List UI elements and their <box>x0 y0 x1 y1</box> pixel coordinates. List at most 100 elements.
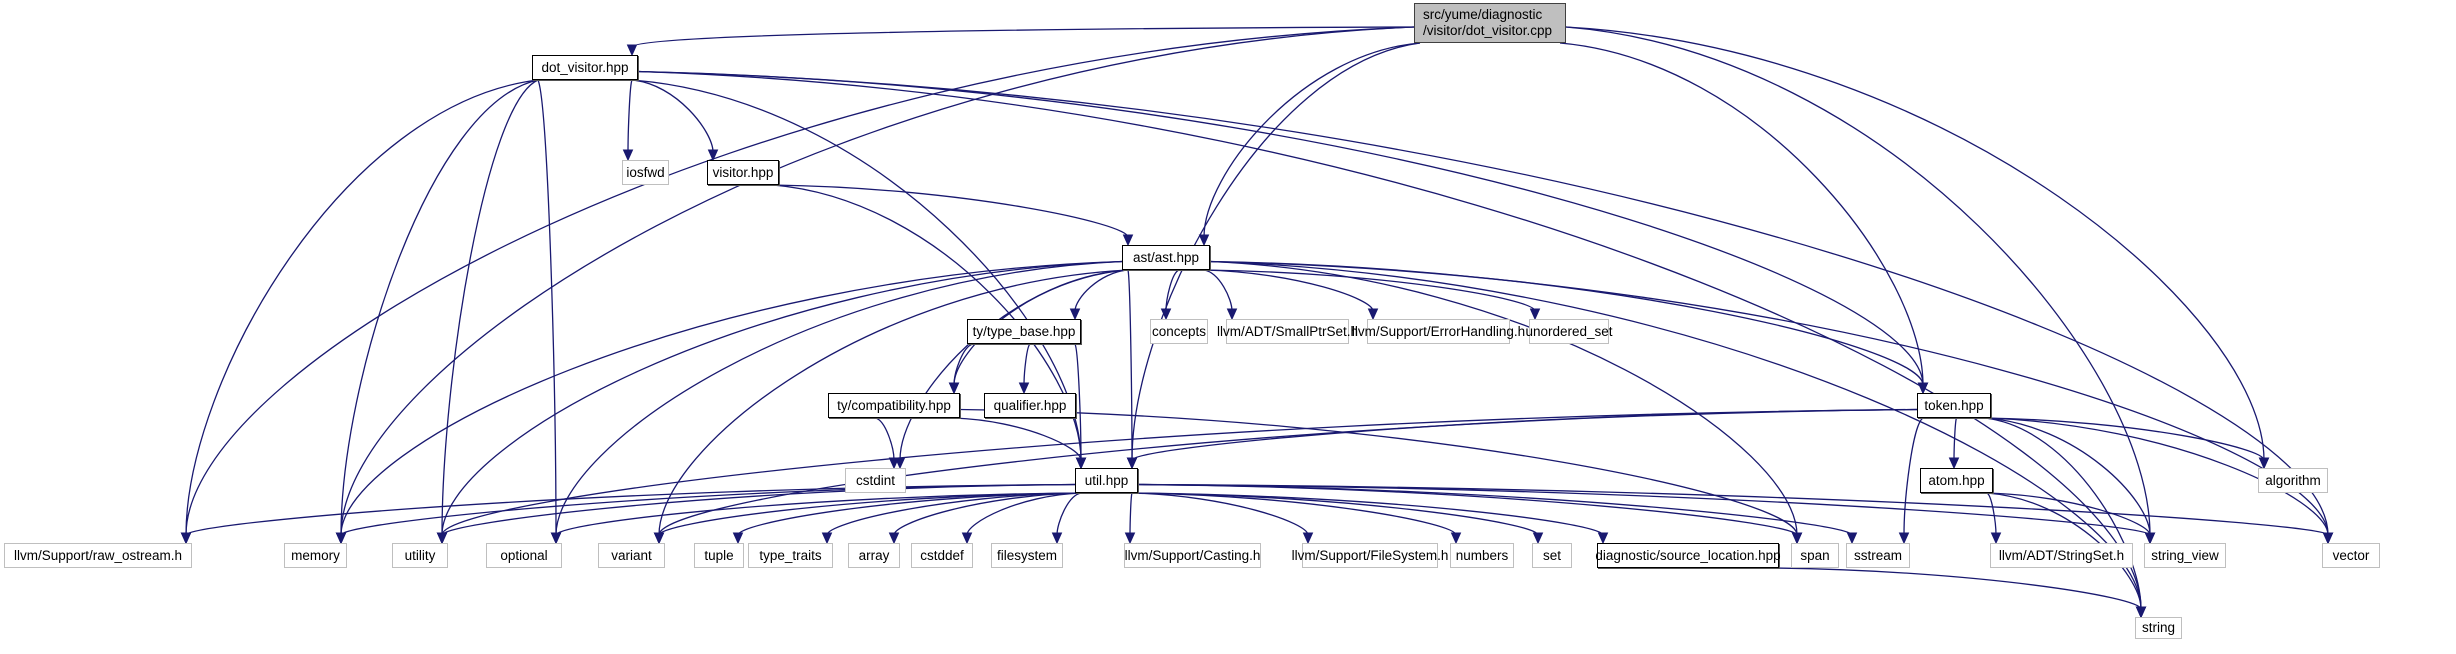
edge-token_hpp-to-vector <box>1984 417 2329 536</box>
arrowhead-icon <box>1791 532 1803 545</box>
edge-dot_visitor_hpp-to-vector <box>637 70 2329 536</box>
edge-ast_hpp-to-span <box>1209 260 1798 536</box>
edge-root-to-memory <box>340 26 1415 536</box>
edge-ast_hpp-to-smallptrset <box>1203 269 1233 312</box>
edge-util_hpp-to-tuple <box>737 492 1082 536</box>
edge-util_hpp-to-string_view <box>1137 483 2151 536</box>
node-label: diagnostic/source_location.hpp <box>1595 547 1781 563</box>
edge-ast_hpp-to-optional <box>555 260 1123 536</box>
arrowhead-icon <box>1990 532 2002 545</box>
edge-ast_hpp-to-cstdint <box>899 269 1129 461</box>
edge-util_hpp-to-variant <box>658 492 1082 536</box>
node-label: llvm/ADT/SmallPtrSet.h <box>1216 323 1359 339</box>
arrowhead-icon <box>2258 457 2270 470</box>
edge-util_hpp-to-type_traits <box>826 492 1082 536</box>
node-type-base-hpp[interactable]: ty/type_base.hpp <box>967 319 1081 344</box>
arrowhead-icon <box>1122 234 1134 247</box>
node-errorhandling: llvm/Support/ErrorHandling.h <box>1352 319 1525 344</box>
node-qualifier-hpp[interactable]: qualifier.hpp <box>984 393 1076 418</box>
node-string-view: string_view <box>2144 543 2226 568</box>
edge-root-to-raw_ostream <box>185 26 1415 536</box>
node-label: string <box>2141 620 2175 635</box>
edge-util_hpp-to-array <box>893 492 1082 536</box>
arrowhead-icon <box>821 532 833 545</box>
node-atom-hpp[interactable]: atom.hpp <box>1920 468 1993 493</box>
edge-util_hpp-to-sstream <box>1137 483 1853 536</box>
node-label: set <box>1542 547 1561 563</box>
node-array: array <box>848 543 900 568</box>
node-visitor-hpp[interactable]: visitor.hpp <box>707 160 779 185</box>
node-label: array <box>858 547 890 563</box>
edge-atom_hpp-to-string <box>1986 492 2142 610</box>
node-source-location-hpp[interactable]: diagnostic/source_location.hpp <box>1595 543 1781 568</box>
arrowhead-icon <box>1846 532 1858 545</box>
node-memory: memory <box>284 543 347 568</box>
node-span: span <box>1791 543 1839 568</box>
node-stringset: llvm/ADT/StringSet.h <box>1990 543 2133 568</box>
node-label: filesystem <box>996 547 1057 563</box>
node-label: algorithm <box>2265 472 2321 488</box>
node-label: ast/ast.hpp <box>1132 249 1200 265</box>
node-label: memory <box>291 547 340 563</box>
arrowhead-icon <box>2144 532 2156 545</box>
edge-ast_hpp-to-util_hpp <box>1127 269 1133 461</box>
arrowhead-icon <box>1018 382 1030 395</box>
node-label: unordered_set <box>1525 323 1613 339</box>
node-label: tuple <box>704 547 734 563</box>
node-casting: llvm/Support/Casting.h <box>1124 543 1261 568</box>
edge-dot_visitor_hpp-to-optional <box>537 79 557 536</box>
edge-ast_hpp-to-type_base_hpp <box>1074 269 1129 312</box>
node-concepts: concepts <box>1150 319 1208 344</box>
arrowhead-icon <box>1126 457 1138 470</box>
node-label: variant <box>611 547 652 563</box>
arrowhead-icon <box>2322 532 2334 545</box>
node-vector: vector <box>2322 543 2380 568</box>
node-algorithm: algorithm <box>2258 468 2328 493</box>
node-label: token.hpp <box>1924 397 1984 413</box>
arrowhead-icon <box>335 532 347 545</box>
edge-root-to-dot_visitor_hpp <box>631 26 1415 48</box>
node-label: llvm/Support/ErrorHandling.h <box>1351 323 1526 339</box>
edge-token_hpp-to-string <box>1984 417 2142 610</box>
node-unordered-set: unordered_set <box>1525 319 1613 344</box>
node-compatibility-hpp[interactable]: ty/compatibility.hpp <box>828 393 960 418</box>
node-label: dot_visitor.hpp <box>541 59 629 75</box>
arrowhead-icon <box>653 532 665 545</box>
node-token-hpp[interactable]: token.hpp <box>1917 393 1991 418</box>
edge-util_hpp-to-span <box>1137 483 1798 536</box>
edge-token_hpp-to-variant <box>658 408 1918 536</box>
arrowhead-icon <box>1917 382 1929 395</box>
arrowhead-icon <box>1367 308 1379 321</box>
node-dot-visitor-hpp[interactable]: dot_visitor.hpp <box>532 55 638 80</box>
node-tuple: tuple <box>694 543 744 568</box>
node-root[interactable]: src/yume/diagnostic /visitor/dot_visitor… <box>1414 3 1566 43</box>
node-ast-hpp[interactable]: ast/ast.hpp <box>1122 245 1210 270</box>
edge-token_hpp-to-sstream <box>1903 417 1924 536</box>
node-label: concepts <box>1151 323 1207 339</box>
node-label: qualifier.hpp <box>993 397 1067 413</box>
edge-util_hpp-to-cstddef <box>966 492 1082 536</box>
arrowhead-icon <box>707 149 719 162</box>
edge-visitor_hpp-to-ast_hpp <box>772 184 1129 238</box>
edge-util_hpp-to-vector <box>1137 483 2329 536</box>
node-label: cstdint <box>855 472 896 488</box>
edge-ast_hpp-to-errorhandling <box>1203 269 1374 312</box>
arrowhead-icon <box>1597 532 1609 545</box>
node-util-hpp[interactable]: util.hpp <box>1075 468 1138 493</box>
node-numbers: numbers <box>1450 543 1514 568</box>
node-label: optional <box>500 547 548 563</box>
arrowhead-icon <box>961 532 973 545</box>
node-label: string_view <box>2151 547 2219 563</box>
node-utility: utility <box>392 543 448 568</box>
edge-root-to-string_view <box>1565 26 2151 536</box>
node-label: span <box>1800 547 1830 563</box>
arrowhead-icon <box>888 457 900 470</box>
edge-dot_visitor_hpp-to-iosfwd <box>627 79 633 153</box>
edge-dot_visitor_hpp-to-raw_ostream <box>185 79 539 536</box>
edge-ast_hpp-to-vector <box>1209 260 2329 536</box>
arrowhead-icon <box>1051 532 1063 545</box>
node-filesystem: filesystem <box>991 543 1063 568</box>
node-label: iosfwd <box>626 164 665 180</box>
